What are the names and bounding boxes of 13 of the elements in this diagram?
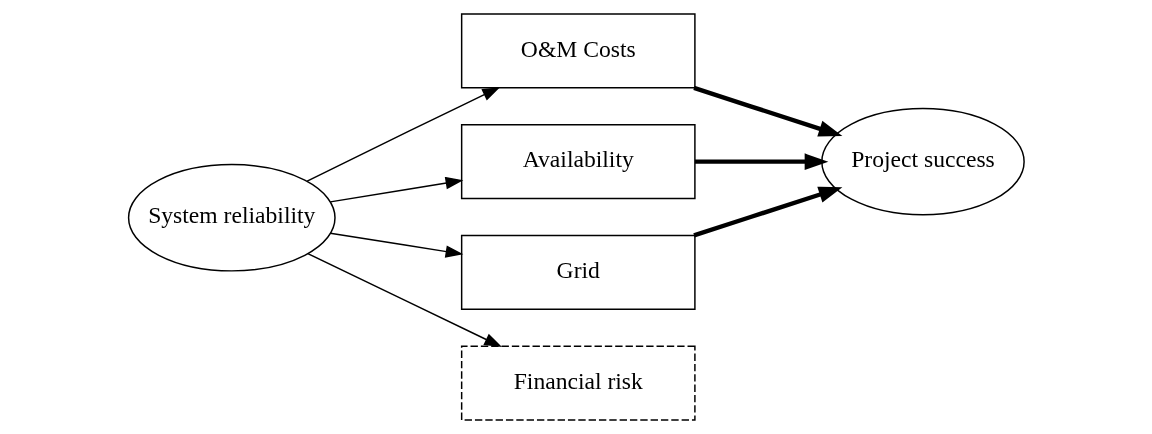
node-box: O&M Costs [460,13,696,89]
arrow [692,85,842,137]
arrow [306,252,502,348]
arrow [694,153,828,170]
node-box: Financial risk [460,345,696,421]
arrow [329,176,463,203]
node-ellipse: Project success [820,107,1025,216]
node-box: Availability [460,124,696,200]
node-box: Grid [460,234,696,310]
arrow [692,186,842,238]
node-ellipse: System reliability [127,163,336,272]
arrow [329,232,463,258]
arrow [305,87,500,182]
